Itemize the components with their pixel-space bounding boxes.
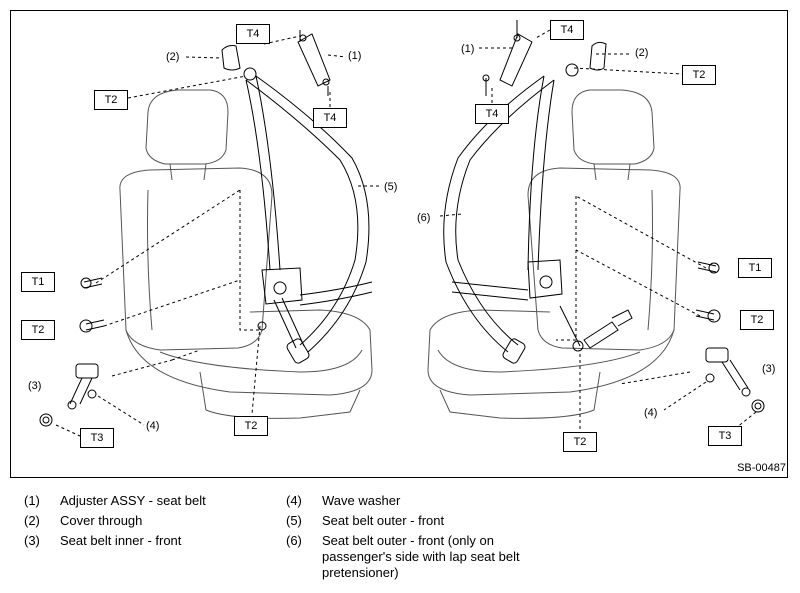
callout-t2-right-mid: T2 (740, 310, 774, 330)
right-leader-lines (439, 29, 757, 432)
right-seat-belt-outer (443, 75, 633, 364)
callout-6-right: (6) (417, 212, 431, 224)
callout-t4-right-bottom: T4 (475, 104, 509, 124)
right-seat-belt-inner (705, 347, 765, 413)
legend-number: (1) (24, 493, 40, 508)
seat-belt-illustration (39, 20, 765, 437)
legend: (1) Adjuster ASSY - seat belt (2) Cover … (0, 493, 800, 593)
callout-3-right: (3) (762, 363, 776, 375)
figure-id: SB-00487 (737, 462, 786, 474)
left-anchor-bolt (243, 67, 257, 81)
legend-number: (3) (24, 533, 40, 548)
right-adjuster-assy (482, 20, 533, 96)
callout-t2-left-top: T2 (94, 90, 128, 110)
diagram-frame (10, 10, 788, 478)
callout-t1-left: T1 (21, 272, 55, 292)
left-cover-through (221, 45, 241, 71)
callout-3-left: (3) (28, 380, 42, 392)
left-bolts (79, 277, 105, 333)
callout-4-right: (4) (644, 407, 658, 419)
callout-t4-left-top: T4 (236, 24, 270, 44)
callout-t2-right-bottom: T2 (563, 432, 597, 452)
legend-number: (6) (286, 533, 302, 548)
callout-1-left: (1) (348, 50, 362, 62)
left-adjuster-assy (297, 30, 331, 96)
legend-number: (2) (24, 513, 40, 528)
callout-t3-right: T3 (708, 426, 742, 446)
callout-t2-left-bottom: T2 (234, 416, 268, 436)
left-seat-belt-outer (245, 75, 373, 364)
legend-text: Seat belt outer - front (only on passeng… (322, 533, 520, 580)
legend-text: Wave washer (322, 493, 401, 508)
callout-2-right: (2) (635, 47, 649, 59)
callout-t2-left-mid: T2 (21, 320, 55, 340)
left-seat (119, 89, 373, 419)
callout-t3-left: T3 (80, 428, 114, 448)
legend-text: Seat belt inner - front (60, 533, 182, 548)
legend-number: (4) (286, 493, 302, 508)
callout-2-left: (2) (166, 51, 180, 63)
right-seat (427, 89, 681, 419)
right-anchor-bolt (565, 63, 579, 77)
callout-t4-right-top: T4 (550, 20, 584, 40)
right-cover-through (589, 41, 607, 71)
callout-5-left: (5) (384, 181, 398, 193)
legend-text: Cover through (60, 513, 143, 528)
callout-t2-right-top: T2 (682, 65, 716, 85)
left-seat-belt-inner (39, 363, 99, 427)
left-leader-lines (55, 35, 380, 437)
callout-t1-right: T1 (738, 258, 772, 278)
callout-4-left: (4) (146, 420, 160, 432)
legend-text: Adjuster ASSY - seat belt (60, 493, 206, 508)
callout-t4-left-bottom: T4 (313, 108, 347, 128)
legend-text: Seat belt outer - front (322, 513, 445, 528)
legend-number: (5) (286, 513, 302, 528)
right-bolts (695, 261, 721, 323)
callout-1-right: (1) (461, 43, 475, 55)
